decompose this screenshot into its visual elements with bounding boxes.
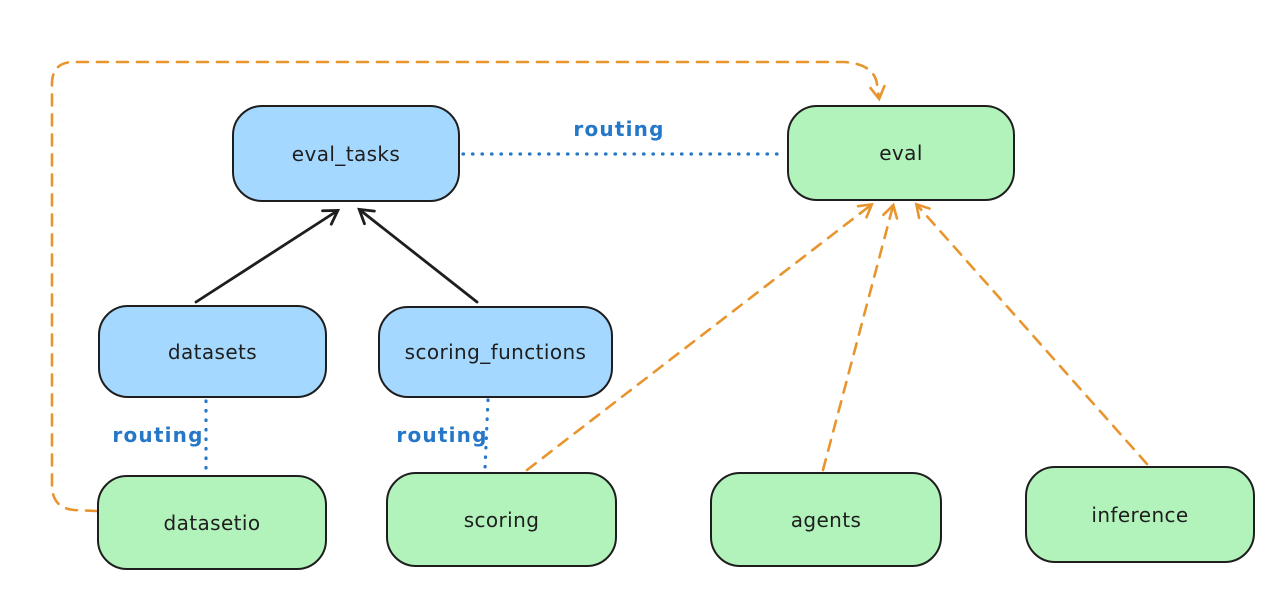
routing-label-scoring-functions-scoring: routing — [396, 423, 488, 447]
edge-datasetio-to-eval-loop — [50, 60, 886, 513]
node-agents: agents — [710, 472, 942, 567]
node-eval: eval — [787, 105, 1015, 201]
edge-scoring-to-eval — [525, 202, 874, 472]
routing-label-eval-tasks-eval: routing — [573, 117, 665, 141]
node-eval-label: eval — [879, 141, 923, 165]
node-datasets: datasets — [98, 305, 327, 398]
node-inference: inference — [1025, 466, 1255, 563]
node-scoring-label: scoring — [463, 507, 540, 532]
node-eval-tasks: eval_tasks — [232, 105, 460, 202]
edge-agents-to-eval — [821, 202, 899, 472]
node-scoring-functions-label: scoring_functions — [404, 340, 587, 364]
routing-label-datasets-datasetio: routing — [112, 423, 204, 447]
edge-scoring-functions-to-scoring-routing — [483, 398, 490, 471]
node-scoring: scoring — [386, 472, 617, 567]
node-eval-tasks-label: eval_tasks — [291, 141, 401, 166]
edge-datasets-to-eval-tasks — [194, 209, 341, 304]
node-datasets-label: datasets — [167, 339, 258, 364]
node-scoring-functions: scoring_functions — [378, 306, 613, 398]
node-inference-label: inference — [1091, 502, 1189, 527]
edge-scoring-functions-to-eval-tasks — [357, 207, 479, 304]
edge-inference-to-eval — [914, 202, 1149, 466]
node-agents-label: agents — [790, 507, 862, 532]
node-datasetio-label: datasetio — [163, 510, 261, 535]
node-datasetio: datasetio — [97, 475, 327, 570]
